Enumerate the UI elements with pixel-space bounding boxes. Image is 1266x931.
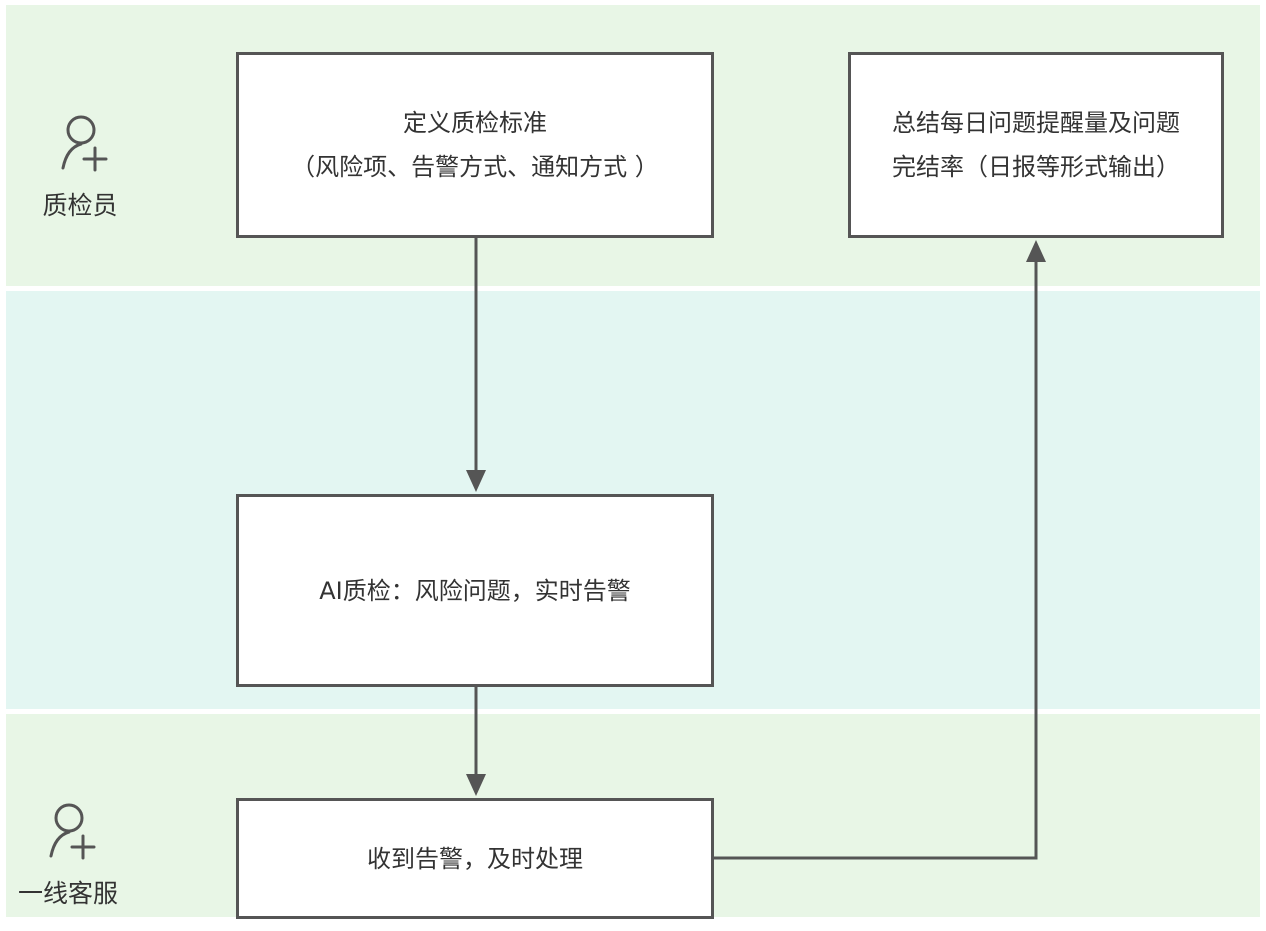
user-add-icon <box>61 115 108 172</box>
box-text: （风险项、告警方式、通知方式 ） <box>291 153 659 181</box>
role-frontline-service: 一线客服 <box>8 798 128 910</box>
role-label: 质检员 <box>42 191 118 220</box>
box-text: 收到告警，及时处理 <box>367 844 583 873</box>
box-receive-alert: 收到告警，及时处理 <box>236 798 714 919</box>
box-daily-summary: 总结每日问题提醒量及问题 完结率（日报等形式输出） <box>848 52 1224 238</box>
user-add-icon <box>49 803 96 860</box>
box-define-standard: 定义质检标准 （风险项、告警方式、通知方式 ） <box>236 52 714 238</box>
role-label: 一线客服 <box>17 879 118 908</box>
role-quality-inspector: 质检员 <box>30 110 130 222</box>
box-text: AI质检：风险问题，实时告警 <box>319 576 631 605</box>
box-text: 总结每日问题提醒量及问题 <box>892 109 1180 137</box>
box-text: 完结率（日报等形式输出） <box>892 153 1180 181</box>
box-ai-quality-check: AI质检：风险问题，实时告警 <box>236 494 714 687</box>
box-text: 定义质检标准 <box>402 109 547 137</box>
